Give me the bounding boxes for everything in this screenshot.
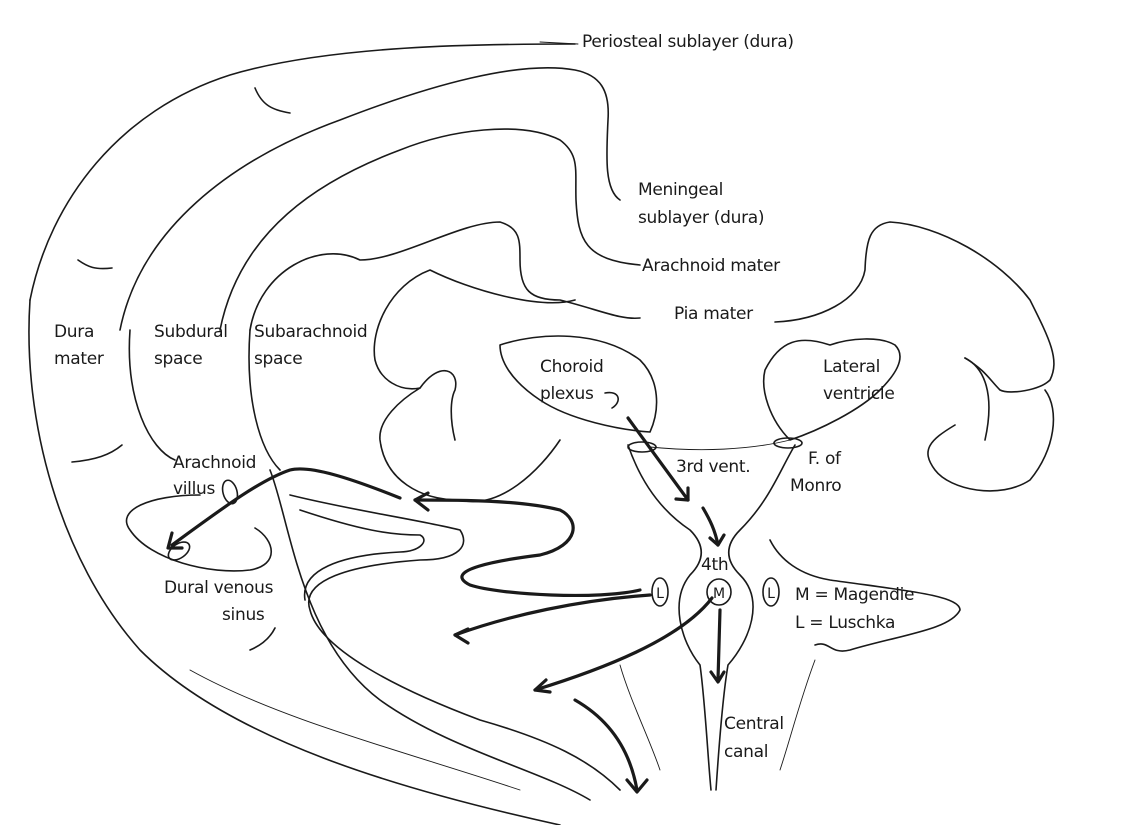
left-sulcus-3 [269, 469, 591, 801]
meningeal-dura-outline [119, 67, 621, 331]
foramen-of-monro-right [773, 437, 803, 449]
flow-arrow-head [453, 627, 470, 645]
flow-arrow-head [166, 531, 184, 550]
label-arachnoid-mater: Arachnoid mater [642, 256, 780, 276]
flow-arrow-head [413, 491, 430, 512]
arachnoid-upper [219, 128, 641, 331]
right-lateral-ventricle [763, 338, 901, 441]
periosteal-dura-outline [29, 43, 576, 301]
label-dura-1: Dura [54, 322, 95, 342]
label-central-1: Central [724, 714, 784, 734]
right-hemisphere-lower [927, 389, 1055, 492]
flow-arrow-choroid-to-third [626, 416, 690, 502]
label-monro-1: F. of [808, 449, 841, 469]
subarachnoid-inner [248, 329, 281, 471]
dura-tick-1 [254, 87, 291, 114]
label-dural-sinus-1: Dural venous [164, 578, 274, 598]
label-third-ventricle: 3rd vent. [676, 457, 751, 477]
third-ventricle-left [627, 444, 712, 791]
legend-luschka: L = Luschka [795, 613, 896, 633]
dura-tick-4 [249, 627, 276, 651]
label-dural-sinus-2: sinus [222, 605, 265, 625]
dural-venous-sinus-outline [125, 494, 272, 572]
label-lateral-2: ventricle [823, 384, 895, 404]
periosteal-continuation [28, 299, 561, 825]
flow-arrow-magendie [533, 596, 714, 692]
label-pia-mater: Pia mater [674, 304, 753, 324]
label-periosteal-sublayer: Periosteal sublayer (dura) [582, 32, 794, 52]
right-fold [964, 357, 990, 441]
periosteal-leader [539, 41, 579, 45]
dural-sinus-ring [167, 541, 191, 561]
pia-outline [249, 221, 641, 331]
luschka-left-label: L [656, 586, 664, 602]
luschka-left-ring [651, 577, 669, 607]
legend-magendie: M = Magendie [795, 585, 915, 605]
flow-arrow-luschka-left [453, 593, 652, 637]
left-sulcus-4 [189, 669, 521, 791]
label-dura-2: mater [54, 349, 104, 369]
flow-arrow-head [709, 670, 726, 684]
flow-arrow-head [625, 778, 649, 794]
left-fold [419, 369, 457, 441]
flow-arrow-central-canal [716, 608, 722, 682]
left-sulcus-1 [289, 494, 621, 791]
label-meningeal-1: Meningeal [638, 180, 724, 200]
choroid-plexus-icon [604, 391, 619, 409]
luschka-right-ring [762, 577, 780, 607]
magendie-ring [706, 578, 732, 606]
label-choroid-1: Choroid [540, 357, 604, 377]
dura-tick-2 [77, 259, 113, 270]
flow-arrow-head [708, 533, 726, 547]
third-ventricle-right [715, 444, 796, 791]
luschka-right-label: L [767, 586, 775, 602]
label-arachnoid-villus-2: villus [173, 479, 216, 499]
label-fourth-ventricle: 4th [701, 555, 729, 575]
flow-arrow-down-spinal [573, 698, 639, 792]
right-lower-outline [769, 539, 961, 652]
flow-arrow-third-to-fourth [701, 506, 720, 547]
monro-connector [649, 439, 791, 451]
label-meningeal-2: sublayer (dura) [638, 208, 765, 228]
label-subdural-1: Subdural [154, 322, 228, 342]
arachnoid-villus-ring [221, 479, 239, 505]
flow-arrow-to-sinus [170, 467, 402, 547]
label-subarachnoid-1: Subarachnoid [254, 322, 368, 342]
left-lateral-ventricle [499, 335, 658, 433]
label-central-2: canal [724, 742, 769, 762]
foramen-of-monro-left [627, 441, 657, 453]
label-lateral-1: Lateral [823, 357, 881, 377]
right-hemisphere-outline [774, 221, 1055, 393]
flow-arrow-head [674, 486, 690, 502]
arachnoid-outline [128, 329, 176, 461]
flow-arrow-subarachnoid-upward [413, 498, 642, 598]
label-subdural-2: space [154, 349, 203, 369]
dura-tick-3 [71, 444, 123, 463]
lower-stem-left [619, 664, 661, 771]
label-monro-2: Monro [790, 476, 842, 496]
label-subarachnoid-2: space [254, 349, 303, 369]
flow-arrow-head [533, 678, 552, 694]
label-choroid-2: plexus [540, 384, 594, 404]
left-sulcus-2 [299, 509, 425, 601]
magendie-label: M [713, 586, 725, 602]
label-arachnoid-villus-1: Arachnoid [173, 453, 257, 473]
lower-stem-right [779, 659, 816, 771]
